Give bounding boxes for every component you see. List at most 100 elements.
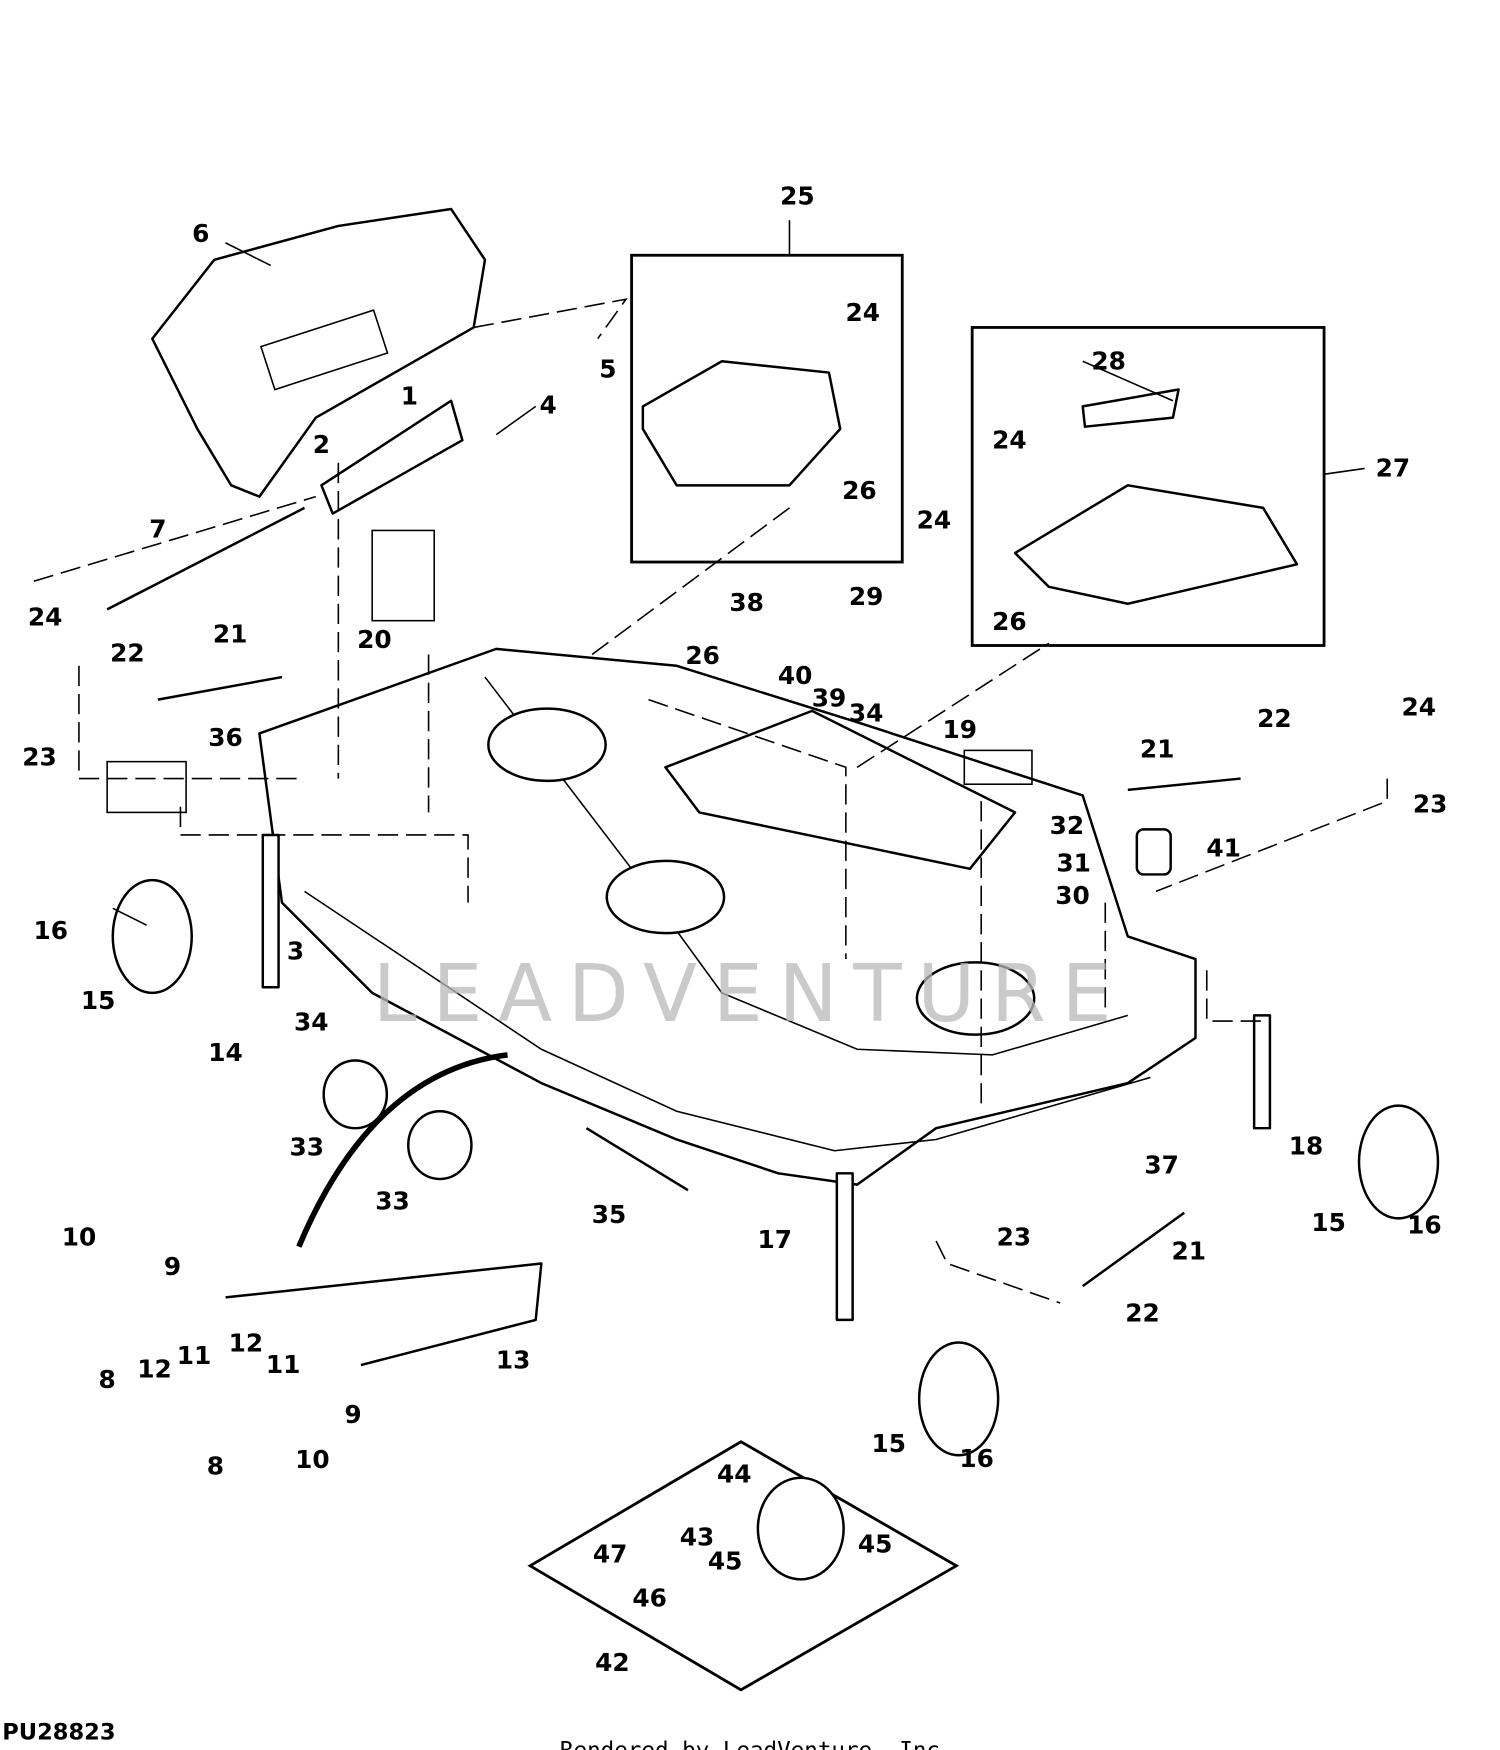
- callout: 24: [1402, 693, 1437, 722]
- callout: 20: [357, 625, 392, 654]
- callout: 32: [1050, 811, 1085, 840]
- decal-28: [1081, 388, 1180, 428]
- callout: 26: [992, 607, 1027, 636]
- callout: 19: [943, 715, 978, 744]
- callout: 28: [1091, 346, 1126, 375]
- decal-19: [963, 749, 1033, 785]
- arrow-curve: [296, 1052, 508, 1248]
- decal-20: [371, 529, 435, 622]
- decal-36: [106, 760, 187, 814]
- callout: 21: [1140, 734, 1175, 763]
- callouts: 25 6 24 5 1 4 28 2 24 27 26 7 24 29 38 2…: [22, 182, 1447, 1677]
- kit-box-42: [527, 1440, 960, 1692]
- spindle-left: [487, 707, 607, 783]
- gauge-wheel-left: [111, 878, 193, 995]
- roller-33-a: [322, 1059, 389, 1130]
- callout: 23: [1413, 790, 1448, 819]
- callout: 42: [595, 1648, 630, 1677]
- callout: 31: [1056, 848, 1091, 877]
- callout: 40: [778, 661, 813, 690]
- callout: 22: [1257, 704, 1292, 733]
- callout: 2: [313, 430, 330, 459]
- deck-inner-line: [484, 676, 1129, 1056]
- callout: 34: [849, 698, 884, 727]
- callout-ticks: [112, 220, 1365, 926]
- callout: 23: [997, 1223, 1032, 1252]
- callout: 24: [992, 425, 1027, 454]
- callout: 15: [81, 986, 116, 1015]
- callout: 45: [858, 1529, 893, 1558]
- callout: 5: [599, 354, 616, 383]
- callout: 27: [1376, 454, 1411, 483]
- callout: 1: [401, 381, 418, 410]
- callout: 37: [1144, 1151, 1179, 1180]
- callout: 29: [849, 582, 884, 611]
- callout: 24: [846, 298, 881, 327]
- callout: 15: [1311, 1208, 1346, 1237]
- callout: 16: [33, 916, 68, 945]
- deck-belt-shield: [664, 709, 1017, 871]
- wheel-arm-17: [835, 1172, 854, 1322]
- callout: 24: [917, 505, 952, 534]
- callout: 14: [208, 1038, 243, 1067]
- callout: 15: [871, 1429, 906, 1458]
- callout: 9: [344, 1400, 361, 1429]
- callout: 22: [1125, 1298, 1160, 1327]
- callout: 11: [177, 1341, 212, 1370]
- callout: 8: [207, 1452, 224, 1481]
- gauge-wheel-kit: [756, 1476, 845, 1581]
- callout: 30: [1055, 881, 1090, 910]
- wheel-arm-18: [1252, 1014, 1272, 1130]
- callout: 7: [149, 514, 166, 543]
- leader-lines: [33, 298, 1389, 1304]
- roller-33-b: [407, 1110, 473, 1181]
- kit-box-25: [630, 253, 904, 564]
- kit-box-27: [970, 326, 1326, 647]
- callout: 21: [213, 619, 248, 648]
- gauge-wheel-bottom: [917, 1341, 1000, 1457]
- spindle-right: [915, 961, 1036, 1036]
- callout: 45: [708, 1546, 743, 1575]
- callout: 16: [1407, 1210, 1442, 1239]
- callout: 10: [62, 1223, 97, 1252]
- spindle-center: [605, 859, 726, 935]
- lift-bar-13: [225, 1262, 543, 1367]
- callout: 6: [192, 219, 209, 248]
- shaft-35: [585, 1127, 689, 1192]
- callout: 46: [632, 1584, 667, 1613]
- callout: 35: [592, 1200, 627, 1229]
- callout: 39: [812, 684, 847, 713]
- callout: 33: [375, 1187, 410, 1216]
- callout: 47: [593, 1540, 628, 1569]
- gauge-wheel-right: [1357, 1104, 1440, 1220]
- callout: 25: [780, 182, 815, 211]
- wheel-arm-14: [261, 833, 280, 989]
- callout: 41: [1206, 834, 1241, 863]
- callout: 26: [685, 641, 720, 670]
- callout: 44: [717, 1460, 752, 1489]
- callout: 8: [99, 1365, 116, 1394]
- callout: 12: [229, 1329, 264, 1358]
- callout: 36: [208, 723, 243, 752]
- rod-7: [106, 506, 306, 611]
- rod-21-right: [1127, 777, 1241, 792]
- callout: 26: [842, 476, 877, 505]
- callout: 4: [539, 390, 556, 419]
- callout: 9: [164, 1252, 181, 1281]
- diagram-id: PU28823: [2, 1719, 115, 1745]
- callout: 21: [1171, 1236, 1206, 1265]
- callout: 3: [287, 936, 304, 965]
- callout: 12: [137, 1355, 172, 1384]
- callout: 38: [729, 588, 764, 617]
- shield-27: [1013, 484, 1299, 605]
- rod-21-left: [157, 675, 283, 701]
- bushing-41: [1135, 828, 1172, 876]
- callout: 22: [110, 639, 145, 668]
- mower-deck: [258, 647, 1197, 1186]
- credit-text: Rendered by LeadVenture, Inc.: [560, 1738, 954, 1750]
- rod-21-bottom: [1081, 1211, 1185, 1288]
- shield-25: [641, 360, 842, 487]
- chute-decal: [259, 309, 389, 391]
- callout: 13: [496, 1346, 531, 1375]
